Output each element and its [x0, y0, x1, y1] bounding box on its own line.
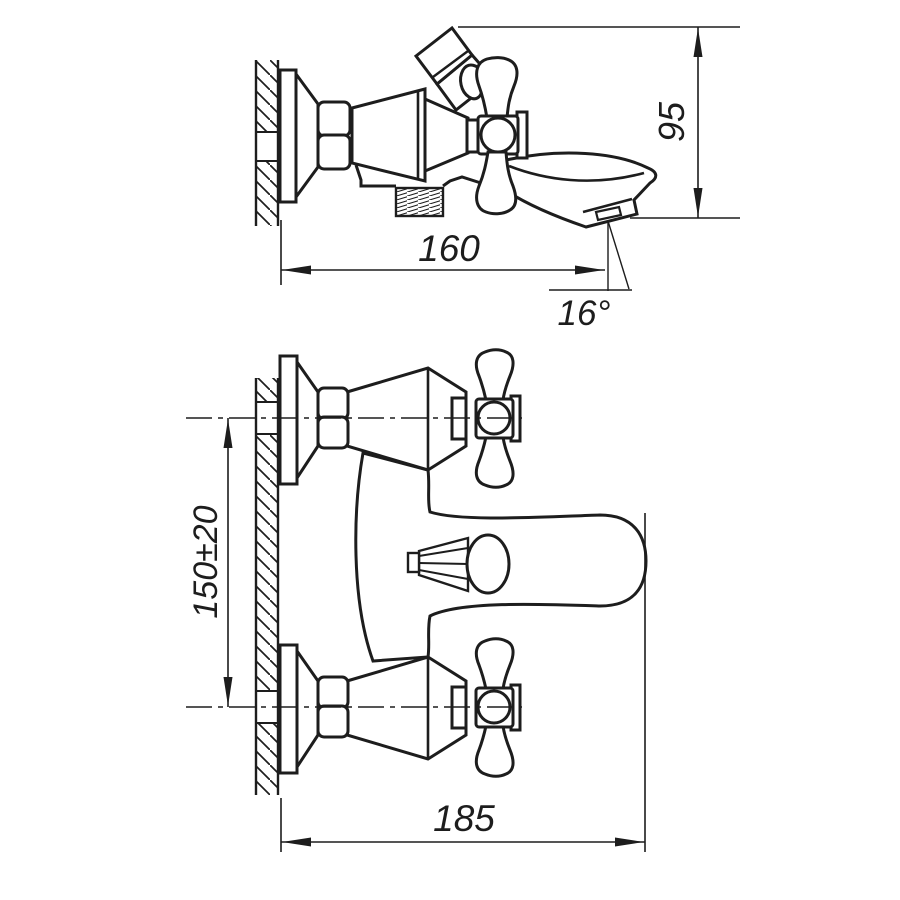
side-view	[254, 25, 658, 229]
dimension-angle: 16°	[549, 220, 632, 333]
wall-section	[254, 378, 280, 795]
arrowhead-icon	[223, 677, 233, 706]
arrowhead-icon	[223, 419, 233, 448]
wall-hatch	[256, 378, 278, 795]
dimension-width: 185	[280, 513, 646, 852]
dimension-height-label: 95	[651, 101, 692, 142]
dimension-spacing: 150±20	[187, 418, 233, 707]
tub-spout	[503, 151, 658, 229]
dimension-reach-label: 160	[418, 228, 480, 269]
faucet-body	[350, 87, 485, 218]
arrowhead-icon	[575, 265, 604, 275]
arrowhead-icon	[615, 837, 644, 847]
cross-handle-side	[459, 56, 529, 216]
dimension-angle-label: 16°	[558, 294, 611, 333]
wall-section	[254, 60, 280, 226]
spout-connector	[406, 533, 511, 595]
dimension-height: 95	[458, 26, 740, 219]
shower-outlet-thread	[394, 186, 445, 218]
aerator	[594, 205, 623, 222]
arrowhead-icon	[282, 265, 311, 275]
mounting-nut	[316, 100, 352, 138]
escutcheon-plate	[278, 68, 298, 204]
dimension-reach: 160	[280, 220, 605, 285]
front-view	[186, 348, 648, 795]
escutcheon-bell	[294, 69, 320, 202]
arrowhead-icon	[282, 837, 311, 847]
spout-tube-section	[465, 533, 511, 595]
arrowhead-icon	[693, 188, 703, 217]
dimension-spacing-label: 150±20	[187, 505, 225, 618]
dimension-width-label: 185	[433, 798, 495, 839]
mounting-nut	[316, 133, 352, 171]
arrowhead-icon	[693, 28, 703, 57]
